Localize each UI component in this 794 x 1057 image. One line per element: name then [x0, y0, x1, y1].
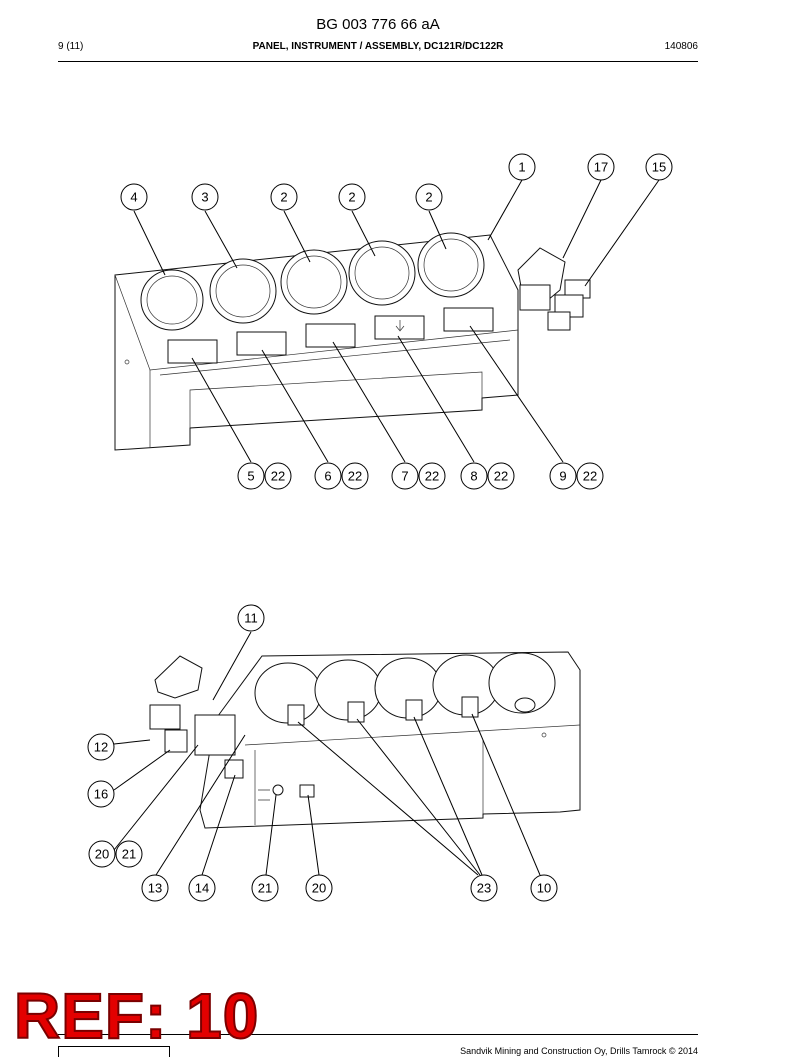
page-title: PANEL, INSTRUMENT / ASSEMBLY, DC121R/DC1… [252, 41, 504, 52]
callout-16: 16 [87, 780, 115, 808]
ref-stamp: REF: 10 [13, 980, 260, 1052]
svg-text:21: 21 [258, 881, 272, 896]
callout-20a: 20 [88, 840, 116, 868]
svg-text:10: 10 [537, 881, 551, 896]
callout-8: 8 [460, 462, 488, 490]
svg-text:7: 7 [401, 469, 408, 484]
gauge-2c [417, 232, 485, 298]
svg-text:2: 2 [280, 190, 287, 205]
callout-23: 23 [470, 874, 498, 902]
document-number: BG 003 776 66 aA [316, 16, 440, 33]
svg-text:4: 4 [130, 190, 137, 205]
callout-6: 6 [314, 462, 342, 490]
fitting-15 [547, 279, 591, 331]
svg-text:2: 2 [348, 190, 355, 205]
leader-lines [133, 179, 660, 463]
sandvik-logo [58, 1046, 170, 1057]
footer-copyright: Sandvik Mining and Construction Oy, Dril… [460, 1046, 698, 1056]
svg-text:11: 11 [244, 611, 258, 626]
svg-text:8: 8 [470, 469, 477, 484]
svg-text:16: 16 [94, 787, 108, 802]
gauge-4 [140, 269, 204, 331]
callout-10: 10 [530, 874, 558, 902]
callout-22c: 22 [418, 462, 446, 490]
valve-assembly-rear [149, 655, 315, 798]
svg-text:12: 12 [94, 740, 108, 755]
callout-22a: 22 [264, 462, 292, 490]
leader-lines-rear [113, 631, 541, 876]
svg-text:20: 20 [95, 847, 109, 862]
callout-15: 15 [645, 153, 673, 181]
gauge-2b [348, 240, 416, 306]
svg-text:22: 22 [425, 469, 439, 484]
gauge-2a [280, 249, 348, 315]
callout-1: 1 [508, 153, 536, 181]
svg-text:22: 22 [583, 469, 597, 484]
svg-text:21: 21 [122, 847, 136, 862]
page-number: 9 (11) [58, 41, 84, 52]
callout-2a: 2 [270, 183, 298, 211]
callout-21b: 21 [251, 874, 279, 902]
svg-text:20: 20 [312, 881, 326, 896]
svg-text:6: 6 [324, 469, 331, 484]
callout-22b: 22 [341, 462, 369, 490]
front-view-drawing: 1 17 15 4 3 2 2 2 5 22 6 22 7 22 8 22 9 … [114, 153, 673, 490]
callout-11: 11 [237, 604, 265, 632]
gauge-backs [254, 652, 556, 726]
footer-rule [58, 1034, 698, 1035]
svg-text:3: 3 [201, 190, 208, 205]
svg-text:1: 1 [518, 160, 525, 175]
svg-text:22: 22 [271, 469, 285, 484]
svg-text:13: 13 [148, 881, 162, 896]
callout-12: 12 [87, 733, 115, 761]
svg-text:22: 22 [348, 469, 362, 484]
callout-9: 9 [549, 462, 577, 490]
svg-text:23: 23 [477, 881, 491, 896]
valve-17 [517, 247, 566, 311]
date-code: 140806 [664, 41, 698, 52]
gauge-3 [209, 258, 277, 324]
callout-2c: 2 [415, 183, 443, 211]
rear-view-drawing: 11 12 16 20 21 13 14 21 20 23 10 [87, 604, 581, 902]
callout-7: 7 [391, 462, 419, 490]
svg-text:22: 22 [494, 469, 508, 484]
callout-22d: 22 [487, 462, 515, 490]
callout-2b: 2 [338, 183, 366, 211]
callout-20b: 20 [305, 874, 333, 902]
svg-text:17: 17 [594, 160, 608, 175]
callout-17: 17 [587, 153, 615, 181]
svg-text:5: 5 [247, 469, 254, 484]
svg-text:9: 9 [559, 469, 566, 484]
svg-text:14: 14 [195, 881, 209, 896]
label-plates [167, 307, 494, 364]
callout-22e: 22 [576, 462, 604, 490]
header-rule [58, 61, 698, 62]
callout-3: 3 [191, 183, 219, 211]
svg-text:15: 15 [652, 160, 666, 175]
callout-5: 5 [237, 462, 265, 490]
callout-13: 13 [141, 874, 169, 902]
svg-text:2: 2 [425, 190, 432, 205]
callout-21a: 21 [115, 840, 143, 868]
callout-4: 4 [120, 183, 148, 211]
callout-14: 14 [188, 874, 216, 902]
